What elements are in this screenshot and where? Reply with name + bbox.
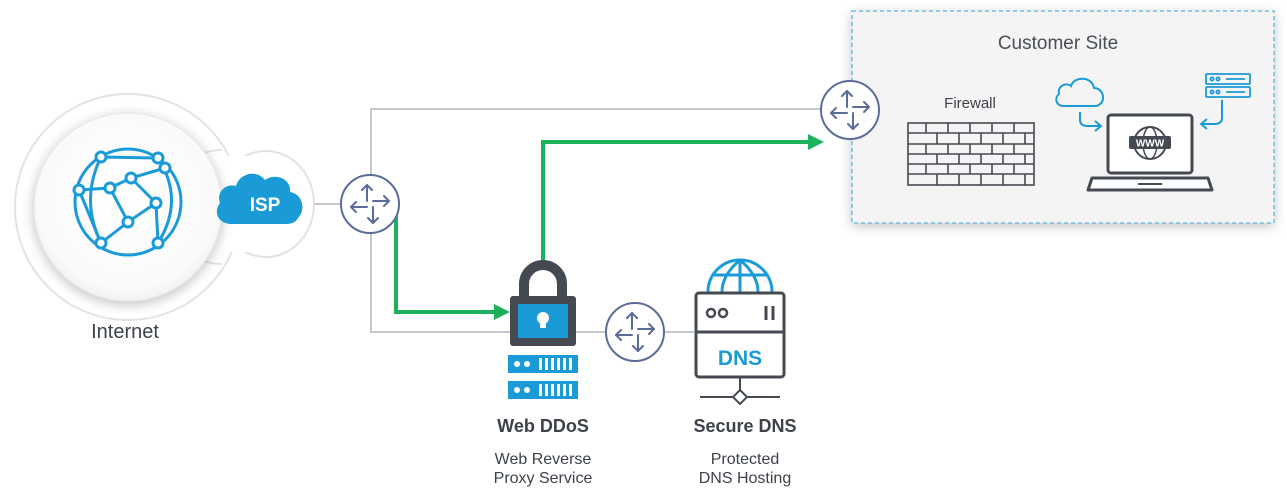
laptop-icon (1086, 113, 1214, 192)
firewall-label: Firewall (944, 95, 996, 112)
internet-node (14, 93, 315, 321)
gray-connectors (308, 108, 821, 333)
firewall-brick-icon (907, 122, 1035, 186)
internet-label: Internet (91, 321, 159, 343)
green-arrowhead-ddos (494, 304, 510, 320)
router-icon-site (820, 80, 880, 140)
padlock-icon (510, 260, 576, 346)
web-ddos-subtitle: Web Reverse Proxy Service (468, 450, 618, 488)
arrow-server-to-laptop (1199, 100, 1223, 130)
router-icon-dns (605, 302, 665, 362)
www-badge: WWW (1136, 139, 1165, 150)
globe-nodes (72, 150, 172, 250)
server-rack-icon (508, 355, 578, 399)
green-arrowhead-site (808, 134, 824, 150)
cloud-icon (1055, 77, 1105, 107)
web-ddos-title: Web DDoS (497, 416, 589, 436)
isp-label: ISP (250, 195, 281, 216)
green-traffic-path (393, 140, 810, 314)
server-stack-icon (1205, 73, 1251, 98)
secure-dns-subtitle-line1: Protected (710, 451, 780, 468)
dns-badge: DNS (718, 347, 762, 370)
web-ddos-subtitle-line1: Web Reverse (494, 451, 592, 468)
dns-globe-icon (706, 258, 774, 293)
customer-site-panel (851, 10, 1275, 224)
secure-dns-title: Secure DNS (693, 416, 797, 436)
secure-dns-subtitle-line2: DNS Hosting (698, 470, 792, 487)
web-ddos-subtitle-line2: Proxy Service (493, 470, 593, 487)
router-icon-isp (340, 174, 400, 234)
arrow-cloud-to-laptop (1079, 112, 1103, 132)
isp-cloud-icon (216, 173, 303, 224)
secure-dns-subtitle: Protected DNS Hosting (665, 450, 825, 488)
customer-site-title: Customer Site (997, 33, 1119, 54)
dns-server-icon (694, 291, 786, 406)
